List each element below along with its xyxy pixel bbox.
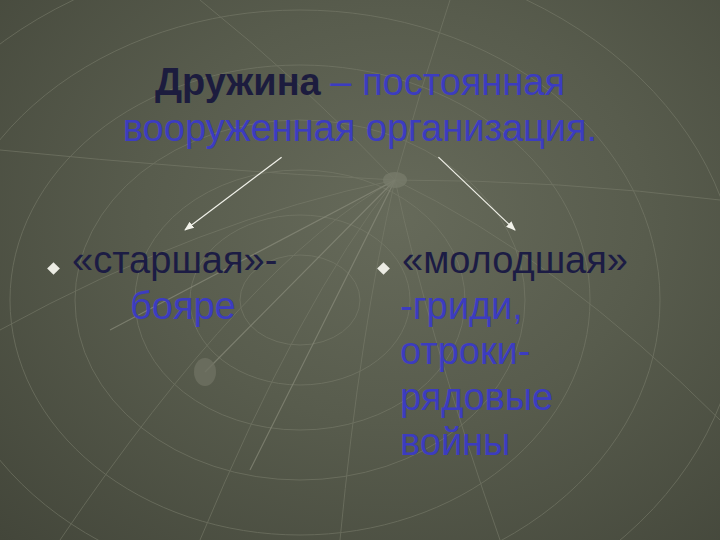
node-body: бояре — [130, 284, 330, 330]
arrow-connector — [438, 157, 515, 230]
node-heading: Дружина — [155, 61, 321, 103]
bullet-mark — [47, 262, 60, 275]
senior-list: «старшая»-бояре — [45, 238, 345, 329]
node-heading: «молодшая» — [402, 239, 628, 281]
title-node: Дружина– постоянная вооруженная организа… — [80, 60, 640, 151]
node-heading: «старшая»- — [72, 239, 277, 281]
node-body: -гриди, отроки- рядовые войны — [400, 284, 610, 466]
junior-list: «молодшая»-гриди, отроки- рядовые войны — [375, 238, 675, 466]
bullet-mark — [377, 262, 390, 275]
arrow-connector — [185, 157, 282, 230]
